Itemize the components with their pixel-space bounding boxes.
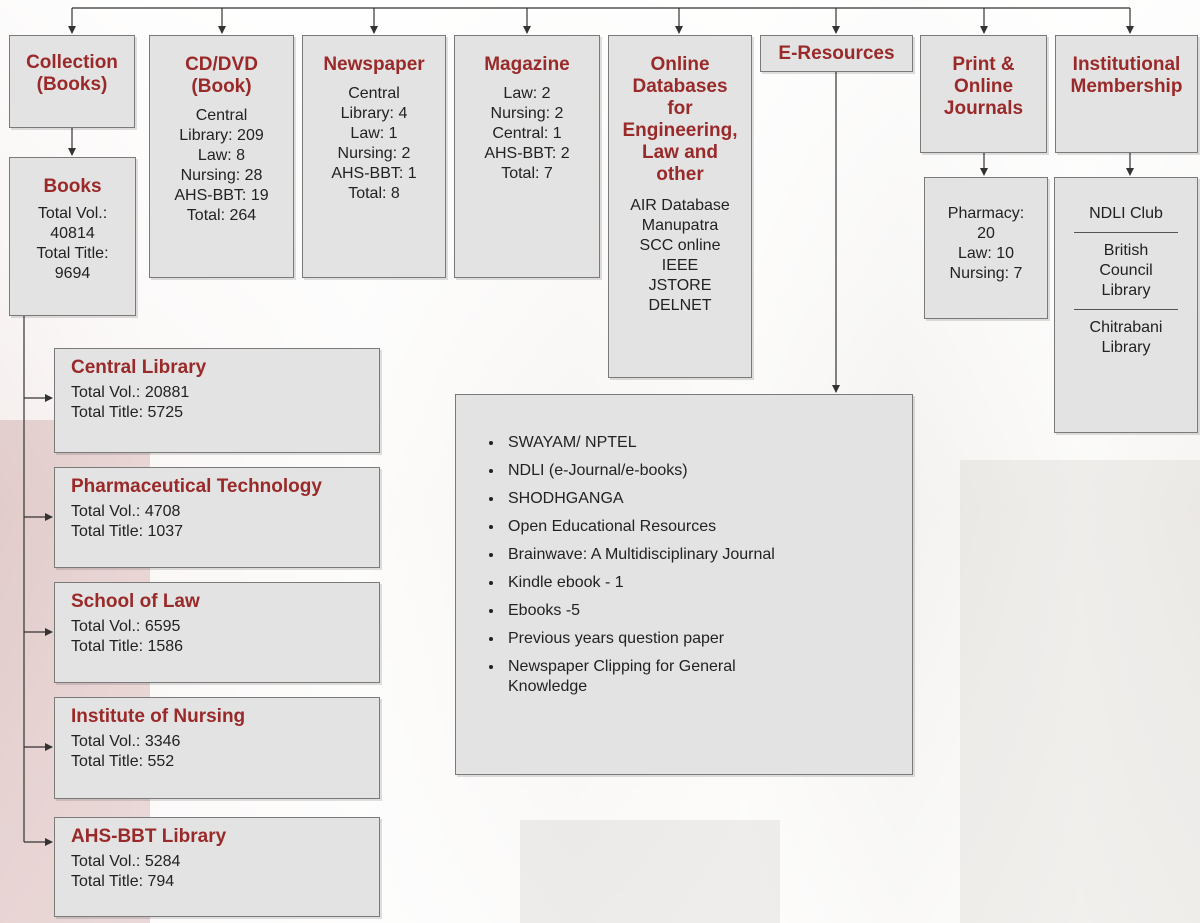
books-title: Books [43, 176, 102, 197]
library-titles: Total Title: 5725 [71, 404, 184, 421]
library-law-node: School of Law Total Vol.: 6595 Total Tit… [54, 582, 380, 683]
cd-dvd-line: Nursing: 28 [180, 167, 263, 184]
magazine-line: Nursing: 2 [490, 105, 564, 122]
online-databases-title: Online Databases for Engineering, Law an… [622, 54, 738, 185]
e-resource-item: Newspaper Clipping for General Knowledge [504, 657, 808, 697]
library-titles: Total Title: 794 [71, 873, 175, 890]
online-database-item: IEEE [661, 257, 699, 274]
newspaper-line: Law: 1 [350, 125, 398, 142]
journal-line: Law: 10 [957, 245, 1015, 262]
membership-list-node: NDLI Club British Council Library Chitra… [1054, 177, 1198, 433]
e-resource-item: SWAYAM/ NPTEL [504, 433, 912, 453]
library-title: Pharmaceutical Technology [71, 476, 322, 497]
journal-line: Nursing: 7 [949, 265, 1023, 282]
cd-dvd-line: Central [195, 107, 248, 124]
e-resources-list: SWAYAM/ NPTEL NDLI (e-Journal/e-books) S… [456, 395, 912, 697]
library-vol: Total Vol.: 5284 [71, 853, 181, 870]
journal-line: 20 [977, 225, 995, 242]
collection-books-title: Collection (Books) [26, 52, 118, 95]
online-database-item: SCC online [639, 237, 721, 254]
library-titles: Total Title: 1037 [71, 523, 184, 540]
print-online-journals-title: Print & Online Journals [943, 54, 1024, 119]
e-resource-item: Brainwave: A Multidisciplinary Journal [504, 545, 912, 565]
newspaper-line: Central [348, 85, 400, 102]
library-titles: Total Title: 1586 [71, 638, 184, 655]
library-vol: Total Vol.: 6595 [71, 618, 181, 635]
online-database-item: Manupatra [641, 217, 719, 234]
magazine-node: Magazine Law: 2 Nursing: 2 Central: 1 AH… [454, 35, 600, 278]
magazine-line: Total: 7 [501, 165, 553, 182]
newspaper-line: AHS-BBT: 1 [331, 165, 417, 182]
newspaper-line: Nursing: 2 [337, 145, 411, 162]
online-database-item: JSTORE [648, 277, 712, 294]
cd-dvd-node: CD/DVD (Book) Central Library: 209 Law: … [149, 35, 294, 278]
e-resource-item: Kindle ebook - 1 [504, 573, 912, 593]
magazine-title: Magazine [484, 54, 570, 75]
journal-line: Pharmacy: [947, 205, 1025, 222]
e-resource-item: Previous years question paper [504, 629, 912, 649]
library-vol: Total Vol.: 3346 [71, 733, 181, 750]
library-titles: Total Title: 552 [71, 753, 175, 770]
membership-item: British Council Library [1099, 242, 1153, 299]
cd-dvd-title: CD/DVD (Book) [185, 54, 258, 97]
library-ahs-bbt-node: AHS-BBT Library Total Vol.: 5284 Total T… [54, 817, 380, 917]
library-vol: Total Vol.: 20881 [71, 384, 190, 401]
library-title: Institute of Nursing [71, 706, 246, 727]
books-line: 9694 [54, 265, 91, 282]
magazine-line: AHS-BBT: 2 [484, 145, 570, 162]
library-nursing-node: Institute of Nursing Total Vol.: 3346 To… [54, 697, 380, 799]
newspaper-title: Newspaper [323, 54, 425, 75]
e-resource-item: SHODHGANGA [504, 489, 912, 509]
newspaper-line: Library: 4 [340, 105, 408, 122]
cd-dvd-line: AHS-BBT: 19 [174, 187, 269, 204]
collection-books-node: Collection (Books) [9, 35, 135, 128]
e-resource-item: Ebooks -5 [504, 601, 912, 621]
membership-item: NDLI Club [1089, 205, 1163, 222]
institutional-membership-title: Institutional Membership [1070, 54, 1183, 97]
magazine-line: Law: 2 [503, 85, 551, 102]
library-title: Central Library [71, 357, 207, 378]
print-online-journals-node: Print & Online Journals [920, 35, 1047, 153]
cd-dvd-line: Library: 209 [179, 127, 264, 144]
library-pharma-node: Pharmaceutical Technology Total Vol.: 47… [54, 467, 380, 568]
library-central-node: Central Library Total Vol.: 20881 Total … [54, 348, 380, 453]
books-node: Books Total Vol.: 40814 Total Title: 969… [9, 157, 136, 316]
online-database-item: DELNET [648, 297, 712, 314]
e-resource-item: Open Educational Resources [504, 517, 912, 537]
cd-dvd-line: Law: 8 [197, 147, 246, 164]
online-databases-node: Online Databases for Engineering, Law an… [608, 35, 752, 378]
institutional-membership-node: Institutional Membership [1055, 35, 1198, 153]
books-line: Total Vol.: [37, 205, 108, 222]
magazine-line: Central: 1 [492, 125, 562, 142]
books-line: 40814 [50, 225, 95, 242]
library-title: AHS-BBT Library [71, 826, 227, 847]
membership-item: Chitrabani Library [1089, 319, 1163, 356]
membership-divider [1074, 232, 1178, 233]
e-resources-node: E-Resources [760, 35, 913, 72]
e-resources-title: E-Resources [778, 43, 895, 64]
books-line: Total Title: [36, 245, 109, 262]
library-title: School of Law [71, 591, 200, 612]
e-resource-item: NDLI (e-Journal/e-books) [504, 461, 912, 481]
newspaper-node: Newspaper Central Library: 4 Law: 1 Nurs… [302, 35, 446, 278]
e-resources-list-node: SWAYAM/ NPTEL NDLI (e-Journal/e-books) S… [455, 394, 913, 775]
membership-divider [1074, 309, 1178, 310]
online-database-item: AIR Database [630, 197, 730, 214]
journals-list-node: Pharmacy: 20 Law: 10 Nursing: 7 [924, 177, 1048, 319]
newspaper-line: Total: 8 [348, 185, 400, 202]
library-vol: Total Vol.: 4708 [71, 503, 181, 520]
cd-dvd-line: Total: 264 [186, 207, 257, 224]
